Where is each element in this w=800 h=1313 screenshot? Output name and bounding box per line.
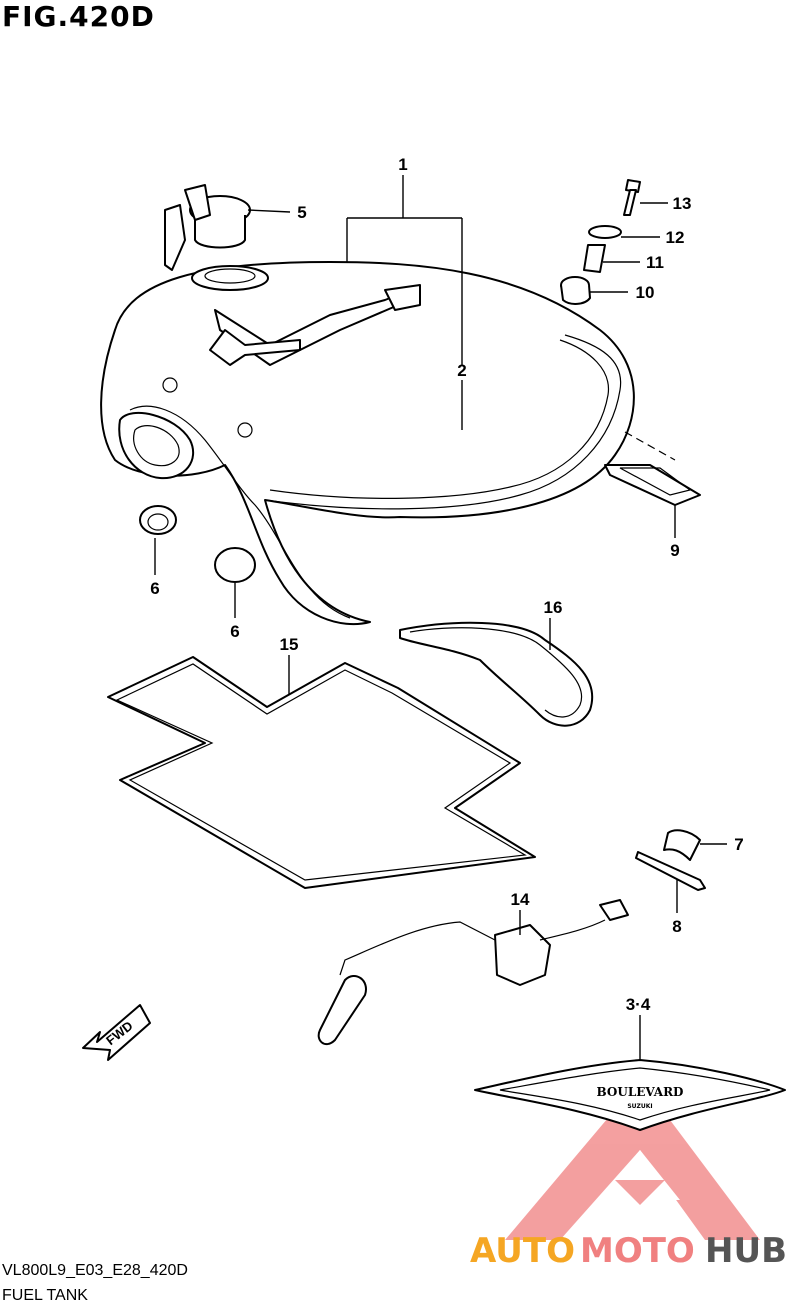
- callout-7: 7: [734, 835, 743, 854]
- mat-part[interactable]: [107, 656, 536, 889]
- gasket-pad-part[interactable]: [399, 621, 594, 727]
- tie-part[interactable]: [635, 851, 706, 891]
- clamp-part[interactable]: [663, 829, 701, 861]
- fuel-tank-drawing[interactable]: [100, 261, 635, 626]
- callout-6b: 6: [230, 622, 239, 641]
- callout-13: 13: [673, 194, 692, 213]
- callout-6a: 6: [150, 579, 159, 598]
- callout-8: 8: [672, 917, 681, 936]
- figure-code: VL800L9_E03_E28_420D: [2, 1262, 188, 1279]
- callout-3-4: 3·4: [626, 995, 651, 1014]
- callout-14: 14: [511, 890, 530, 909]
- figure-name: FUEL TANK: [2, 1287, 88, 1304]
- cushion-part-a[interactable]: [139, 505, 177, 535]
- bolt-stack-part[interactable]: [560, 179, 641, 305]
- callout-labels: 1 2 3·4 5 6 6 7 8 9 10 11 12 13 14 15 16: [150, 155, 743, 1014]
- callout-2: 2: [457, 361, 466, 380]
- callout-11: 11: [646, 253, 664, 272]
- leader-lines: [154, 175, 727, 1060]
- callout-9: 9: [670, 541, 679, 560]
- watermark-logo: [505, 1080, 760, 1240]
- figure-title: FIG.420D: [2, 0, 155, 33]
- callout-12: 12: [666, 228, 685, 247]
- callout-16: 16: [544, 598, 563, 617]
- watermark-moto: MOTO: [580, 1231, 695, 1271]
- callout-10: 10: [636, 283, 655, 302]
- callout-1: 1: [398, 155, 407, 174]
- callout-15: 15: [280, 635, 299, 654]
- watermark-auto: AUTO: [470, 1231, 575, 1271]
- callout-5: 5: [297, 203, 306, 222]
- watermark-hub: HUB: [705, 1231, 787, 1271]
- emblem-part[interactable]: BOULEVARD SUZUKI: [474, 1059, 786, 1131]
- fuel-sensor-part[interactable]: [317, 899, 629, 1046]
- fuel-cap-part[interactable]: [164, 184, 251, 271]
- bracket-pad-part[interactable]: [604, 431, 701, 506]
- emblem-text: BOULEVARD: [597, 1085, 684, 1099]
- emblem-subtext: SUZUKI: [627, 1103, 652, 1110]
- cushion-part-b[interactable]: [214, 547, 256, 583]
- watermark-text: AUTO MOTO HUB: [470, 1231, 787, 1271]
- fwd-arrow: FWD: [82, 1004, 151, 1061]
